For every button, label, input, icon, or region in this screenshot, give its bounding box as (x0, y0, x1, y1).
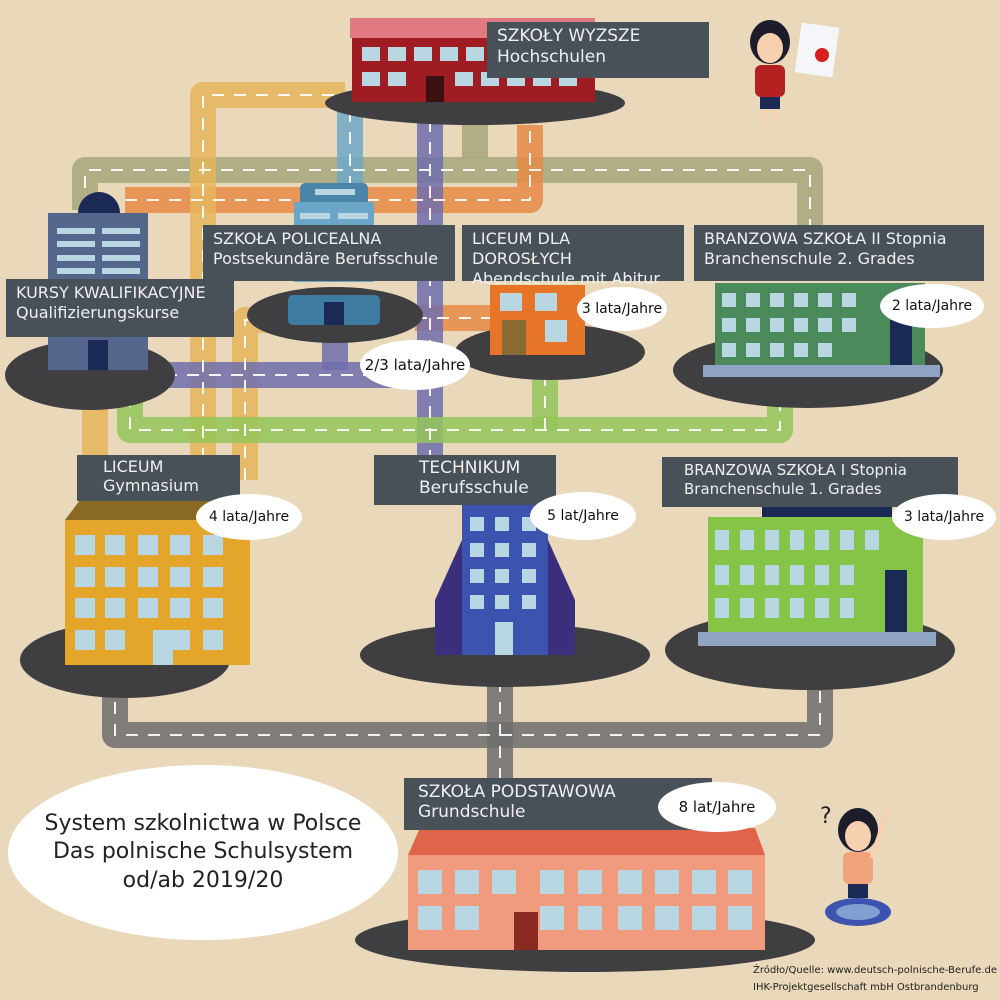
source-line-1: Źródło/Quelle: www.deutsch-polnische-Ber… (753, 965, 997, 976)
title-line-2: Das polnische Schulsystem (52, 839, 354, 865)
label-pl: BRANZOWA SZKOŁA II Stopnia (704, 229, 947, 248)
road-center-dashes (84, 94, 821, 785)
building-branzowa-1 (698, 505, 936, 646)
building-technikum (435, 505, 575, 655)
title-line-1: System szkolnictwa w Polsce (44, 810, 362, 836)
duration-technikum: 5 lat/Jahre (530, 492, 636, 540)
road-yellow-2 (232, 307, 280, 480)
label-pl: LICEUM (103, 457, 164, 476)
label-branzowa-1: BRANZOWA SZKOŁA I Stopnia Branchenschule… (662, 457, 958, 507)
roads (72, 82, 833, 785)
duration-branzowa-2: 2 lata/Jahre (880, 284, 984, 328)
label-de: Postsekundäre Berufsschule (213, 249, 439, 268)
label-pl: TECHNIKUM (419, 458, 521, 478)
label-pl: BRANZOWA SZKOŁA I Stopnia (684, 461, 907, 479)
label-de: Qualifizierungskurse (16, 303, 180, 322)
label-pl: SZKOŁY WYZSZE (497, 26, 641, 46)
label-de: Hochschulen (497, 47, 607, 68)
building-liceum-doroslych (490, 285, 585, 355)
duration-podstawowa: 8 lat/Jahre (658, 782, 776, 832)
label-de: Abendschule mit Abitur (472, 269, 660, 288)
label-policealna: SZKOŁA POLICEALNA Postsekundäre Berufssc… (203, 225, 455, 281)
label-de: Branchenschule 2. Grades (704, 249, 915, 268)
title-oval: System szkolnictwa w Polsce Das polnisch… (8, 765, 398, 940)
title-line-3: od/ab 2019/20 (122, 867, 284, 893)
svg-text:?: ? (820, 804, 832, 829)
duration-branzowa-1: 3 lata/Jahre (892, 494, 996, 540)
label-de: Gymnasium (103, 476, 199, 496)
label-branzowa-2: BRANZOWA SZKOŁA II Stopnia Branchenschul… (694, 225, 984, 281)
source-line-2: IHK-Projektgesellschaft mbH Ostbrandenbu… (753, 982, 979, 993)
building-branzowa-2 (703, 283, 940, 377)
label-kursy: KURSY KWALIFIKACYJNE Qualifizierungskurs… (6, 279, 234, 337)
label-pl: SZKOŁA PODSTAWOWA (418, 782, 616, 802)
label-technikum: TECHNIKUM Berufsschule (374, 455, 556, 505)
road-green (117, 395, 793, 443)
label-de: Grundschule (418, 802, 526, 823)
building-podstawowa (408, 828, 765, 950)
label-pl: LICEUM DLA DOROSŁYCH (472, 229, 572, 268)
label-de: Branchenschule 1. Grades (684, 479, 882, 498)
duration-policealna: 2/3 lata/Jahre (360, 340, 470, 390)
road-gray (102, 680, 833, 748)
label-pl: KURSY KWALIFIKACYJNE (16, 283, 206, 302)
label-szkoly-wyzsze: SZKOŁY WYZSZE Hochschulen (487, 22, 709, 78)
duration-liceum-doroslych: 3 lata/Jahre (577, 287, 667, 331)
label-liceum: LICEUM Gymnasium (77, 455, 240, 501)
source-credit: Źródło/Quelle: www.deutsch-polnische-Ber… (753, 962, 997, 996)
duration-liceum: 4 lata/Jahre (196, 494, 302, 540)
graduate-girl-illustration (750, 20, 840, 125)
label-de: Berufsschule (419, 478, 529, 499)
thinking-girl-illustration: ? (820, 804, 891, 926)
label-liceum-doroslych: LICEUM DLA DOROSŁYCH Abendschule mit Abi… (462, 225, 684, 288)
label-pl: SZKOŁA POLICEALNA (213, 229, 382, 248)
